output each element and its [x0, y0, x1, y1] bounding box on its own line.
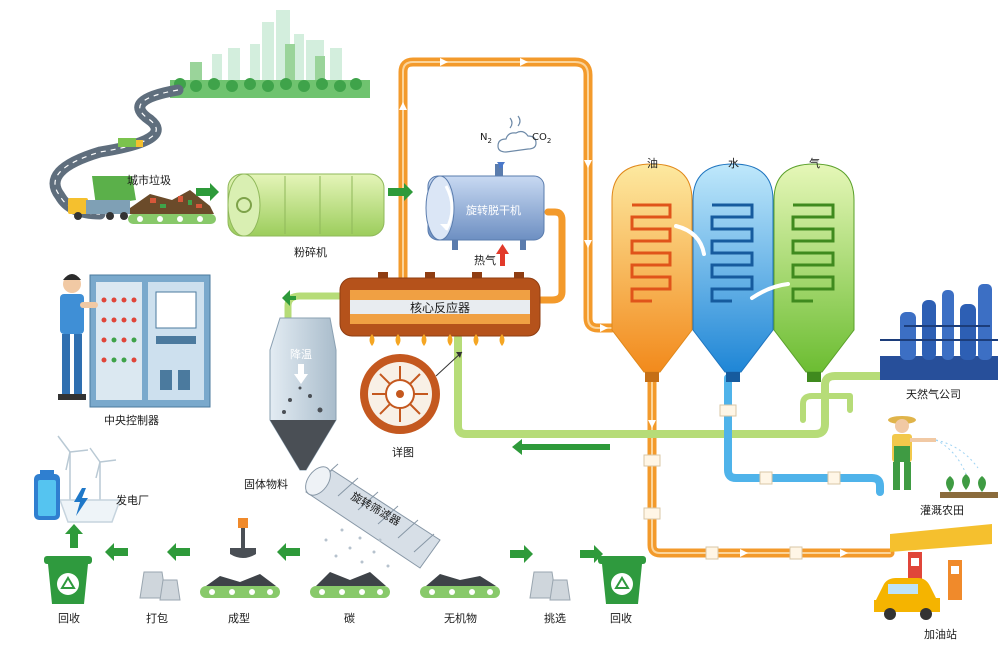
oil-tank: [611, 163, 693, 382]
waste-pile: [128, 190, 216, 224]
sorting-label: 挑选: [544, 612, 566, 625]
refinery-icon: [880, 284, 998, 380]
core-reactor: [339, 272, 541, 337]
small-truck-icon: [118, 138, 143, 147]
orange-pipes: [398, 57, 895, 558]
gas-label: 气: [809, 157, 820, 170]
control-cabinet: [89, 274, 211, 408]
pipe-arrows: [399, 58, 848, 557]
flow-arrows: [65, 183, 610, 563]
recycle-bin-icon: [44, 556, 92, 604]
car-icon: [874, 578, 940, 620]
conveyor-belts: [200, 572, 500, 598]
detail-label: 详图: [392, 446, 414, 459]
garbage-truck-icon: [68, 176, 136, 220]
irrigation-label: 灌溉农田: [920, 504, 964, 517]
gas-company-label: 天然气公司: [906, 388, 961, 401]
solid-material-label: 固体物料: [244, 478, 288, 491]
gas-tank: [773, 163, 855, 382]
recycle-bin-icon: [598, 556, 646, 604]
rotary-dryer: [425, 164, 545, 250]
core-reactor-label: 核心反应器: [410, 301, 471, 315]
rotary-dryer-label: 旋转脱干机: [466, 204, 521, 217]
cloud-icon: [497, 115, 537, 168]
gas-station-label: 加油站: [924, 628, 957, 641]
recycle-right-label: 回收: [610, 612, 632, 625]
blue-pipes: [724, 374, 884, 496]
wind-turbine-icon: [57, 435, 122, 523]
city-skyline-icon: [170, 10, 370, 98]
city-waste-label: 城市垃圾: [127, 174, 171, 187]
pack-label: 打包: [146, 612, 168, 625]
crusher-machine: [227, 173, 385, 237]
bag-icon: [139, 571, 571, 601]
crops-icon: [940, 474, 998, 498]
settling-label: 降温: [290, 348, 312, 361]
inorganic-label: 无机物: [444, 612, 477, 625]
hot-air-label: 热气: [474, 254, 496, 267]
detail-view-icon: [360, 351, 463, 434]
n2-label: N2: [480, 132, 492, 145]
operator-icon: [58, 274, 98, 400]
transfer-arrows: [674, 224, 790, 300]
flame-icon: [369, 334, 505, 346]
settling-silo: [269, 317, 337, 471]
co2-label: CO2: [532, 132, 552, 145]
recycle-left-label: 回收: [58, 612, 80, 625]
hot-air-arrow-icon: [496, 244, 509, 266]
rotary-screen: [305, 463, 441, 569]
press-icon: [230, 518, 256, 558]
power-plant-label: 发电厂: [116, 494, 149, 507]
pipe-joints: [643, 404, 841, 560]
oil-label: 油: [647, 157, 658, 170]
carbon-label: 碳: [344, 612, 355, 625]
battery-icon: [34, 470, 88, 520]
farmer-icon: [888, 416, 979, 490]
water-tank: [692, 163, 774, 382]
central-controller-label: 中央控制器: [104, 414, 159, 427]
forming-label: 成型: [228, 612, 250, 625]
crusher-label: 粉碎机: [294, 246, 327, 259]
water-label: 水: [728, 157, 739, 170]
